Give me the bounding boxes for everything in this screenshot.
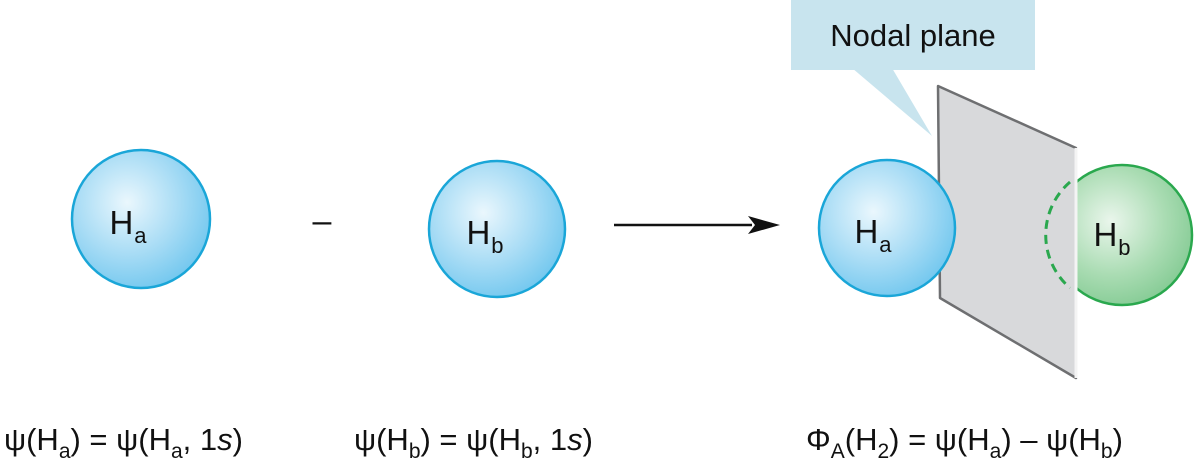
callout-label: Nodal plane xyxy=(830,18,995,53)
orbital-1s-hb xyxy=(427,159,567,299)
atom-label-ha: Ha xyxy=(109,204,147,248)
orbital-ha-front xyxy=(817,158,957,298)
reaction-arrow xyxy=(614,216,780,234)
equation-psi-hb: ψ(Hb) = ψ(Hb, 1s) xyxy=(354,422,593,462)
orbital-1s-ha xyxy=(70,148,212,290)
nodal-plane-callout: Nodal plane xyxy=(791,0,1035,136)
combined-orbital: Ha Hb xyxy=(817,84,1194,380)
atom-label-hb-combined: Hb xyxy=(1093,216,1130,260)
atom-label-hb: Hb xyxy=(466,214,503,258)
atom-ha-left: Ha xyxy=(70,148,212,290)
equation-phi-a: ΦA(H2) = ψ(Ha) – ψ(Hb) xyxy=(806,422,1123,462)
atom-hb-middle: Hb xyxy=(427,159,567,299)
hidden-orbital-edge xyxy=(1044,180,1071,290)
minus-operator: – xyxy=(313,202,332,240)
atom-label-ha-combined: Ha xyxy=(854,213,892,257)
nodal-plane xyxy=(936,84,1078,380)
equation-psi-ha: ψ(Ha) = ψ(Ha, 1s) xyxy=(4,422,243,462)
